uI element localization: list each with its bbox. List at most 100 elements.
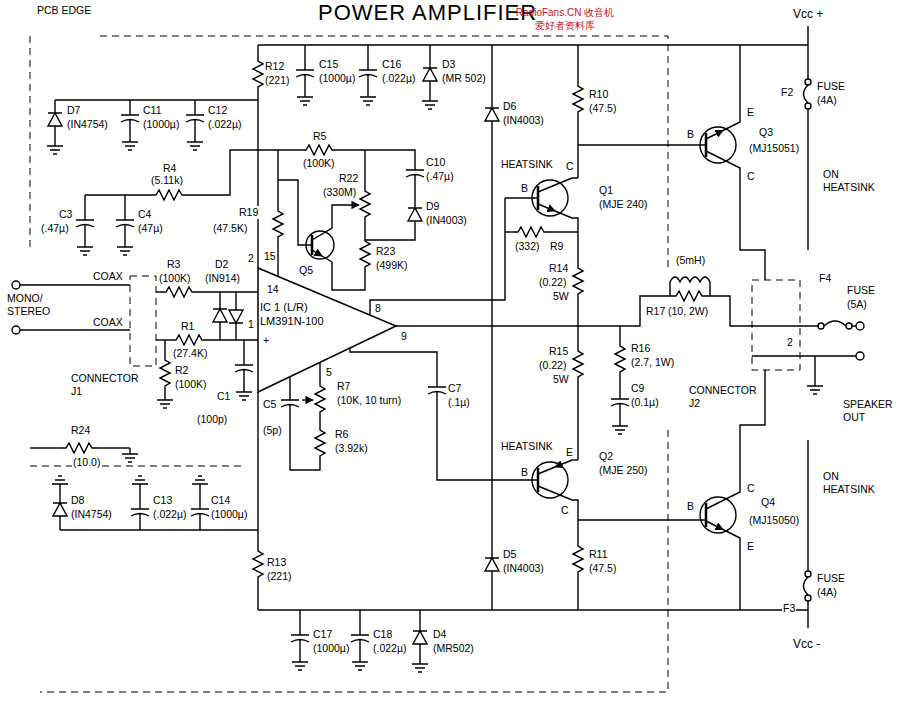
wire — [670, 277, 710, 296]
component-label: R13 — [266, 556, 287, 569]
component-label: (1000µ) — [318, 72, 356, 85]
wire — [319, 362, 320, 380]
component-label: D3 — [441, 58, 456, 71]
wire — [12, 326, 20, 334]
wire — [805, 103, 811, 109]
component-label: C17 — [312, 628, 333, 641]
wire — [164, 340, 165, 354]
component-label: E — [746, 106, 755, 119]
wire — [156, 291, 160, 292]
component-label: CONNECTOR J1 — [70, 372, 144, 398]
component-label: (5mH) — [675, 254, 706, 267]
wire — [229, 296, 243, 336]
component-label: (1000µ) — [312, 642, 350, 655]
component-label: (.022µ) — [372, 642, 407, 655]
wire — [824, 321, 846, 326]
wire — [187, 136, 203, 150]
wire — [485, 95, 499, 135]
wire — [243, 340, 244, 350]
component-label: (221) — [264, 74, 291, 87]
wire — [573, 345, 583, 385]
component-label: 5W — [552, 290, 570, 303]
wire — [85, 194, 150, 195]
component-label: COAX — [92, 316, 124, 329]
wiring — [12, 26, 864, 672]
component-label: (499K) — [375, 259, 409, 272]
wire — [281, 385, 299, 421]
wire — [278, 180, 312, 245]
component-label: (IN4003) — [425, 214, 468, 227]
component-label: (100K) — [158, 272, 192, 285]
wire — [304, 45, 305, 55]
wire — [191, 494, 209, 530]
component-label: E — [746, 540, 755, 553]
wire — [723, 45, 740, 131]
wire — [312, 205, 352, 240]
wire — [856, 322, 864, 330]
wire — [804, 577, 809, 595]
wire — [706, 131, 723, 140]
wire — [615, 340, 625, 380]
wire — [84, 195, 85, 205]
component-label: (2.7, 1W) — [630, 356, 675, 369]
wire — [156, 339, 170, 340]
component-label: C14 — [210, 494, 231, 507]
component-label: (4A) — [816, 586, 838, 599]
component-label: CONNECTOR J2 — [688, 384, 762, 410]
component-label: (5.11k) — [150, 174, 184, 187]
wire — [12, 281, 20, 289]
component-label: MONO/ STEREO — [6, 292, 56, 318]
wire — [257, 45, 258, 55]
wire — [573, 80, 583, 120]
wire — [485, 545, 499, 585]
wire — [122, 448, 138, 462]
wire — [577, 302, 578, 345]
wire — [491, 585, 492, 610]
component-label: 14 — [266, 283, 280, 296]
wire — [428, 372, 446, 408]
component-label: E — [565, 446, 574, 459]
component-label: R11 — [588, 548, 608, 561]
component-label: B — [520, 182, 529, 195]
component-label: F4 — [818, 272, 832, 285]
wire — [52, 476, 68, 490]
wire — [312, 250, 322, 256]
wire — [670, 291, 710, 301]
component-label: (10.0) — [72, 456, 101, 469]
wire — [706, 521, 723, 530]
wire — [577, 385, 578, 460]
wire — [805, 595, 811, 601]
wire — [53, 490, 67, 530]
wire — [210, 339, 258, 340]
wire — [856, 352, 864, 360]
component-label: R22 — [338, 172, 359, 185]
wire — [253, 55, 263, 95]
component-label: (MR502) — [432, 642, 475, 655]
component-label: (MR 502) — [441, 72, 487, 85]
component-label: Vcc + — [792, 8, 824, 21]
wire — [131, 494, 149, 530]
component-label: (MJ15050) — [748, 514, 800, 527]
wire — [150, 190, 190, 200]
wire — [258, 609, 808, 610]
component-label: (10, 2W) — [667, 305, 709, 318]
wire — [364, 150, 365, 185]
wire — [257, 392, 258, 545]
component-label: (MJE 240) — [598, 198, 648, 211]
component-label: (1000µ) — [210, 508, 248, 521]
component-label: (47.5) — [588, 102, 617, 115]
component-label: Q1 — [598, 184, 614, 197]
component-label: SPEAKER OUT — [842, 398, 906, 424]
ic-name: IC 1 (L/R) — [260, 300, 406, 314]
wire — [364, 225, 365, 235]
component-label: C15 — [318, 58, 339, 71]
wire — [422, 95, 438, 109]
wire — [213, 296, 227, 336]
wire — [706, 151, 765, 280]
component-label: HEATSINK — [500, 158, 554, 171]
wire — [555, 460, 572, 467]
component-label: (47.5K) — [212, 222, 248, 235]
wire — [406, 155, 424, 191]
wire — [807, 380, 823, 394]
